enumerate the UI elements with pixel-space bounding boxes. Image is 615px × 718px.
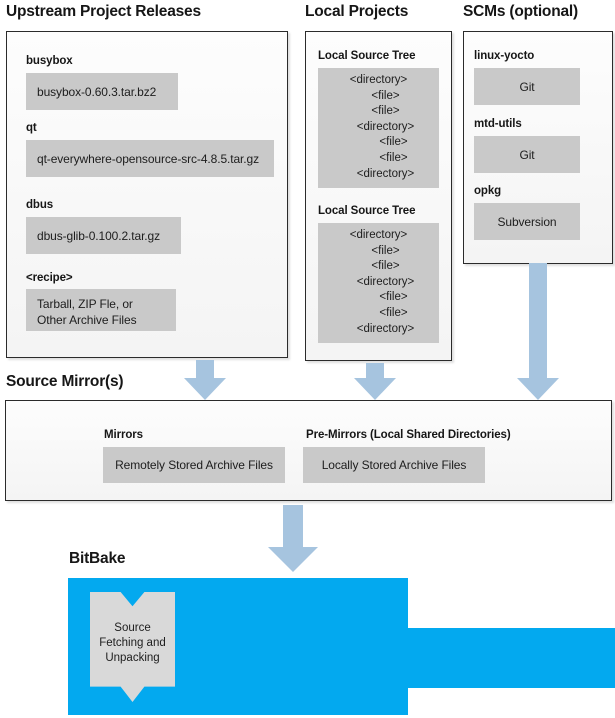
local-source-tree-1: <directory> <file> <file> <directory> <f…: [318, 68, 439, 188]
upstream-entry-name-qt: qt: [26, 122, 37, 134]
upstream-entry-archive-qt: qt-everywhere-opensource-src-4.8.5.tar.g…: [26, 140, 274, 177]
recipe-archive-line-2: Other Archive Files: [37, 313, 137, 327]
upstream-entry-name-recipe: <recipe>: [26, 272, 73, 284]
mirrors-caption: Mirrors: [104, 429, 143, 441]
tree-node: <directory>: [356, 167, 415, 180]
scm-entry-system-linux-yocto: Git: [474, 68, 580, 105]
tree-node: <directory>: [356, 322, 415, 335]
tree-node: <directory>: [356, 120, 415, 133]
tree-node: <file>: [379, 136, 408, 149]
tree-node: <file>: [371, 260, 400, 273]
bitbake-block-arm: [408, 628, 615, 688]
arrow-source-mirrors-to-bitbake: [268, 505, 318, 572]
tree-node: <directory>: [356, 275, 415, 288]
pre-mirrors-caption: Pre-Mirrors (Local Shared Directories): [306, 429, 511, 441]
callout-line-1: Source: [114, 621, 151, 634]
tree-node: <file>: [371, 244, 400, 257]
scm-entry-name-linux-yocto: linux-yocto: [474, 50, 535, 62]
arrow-local-projects-to-source-mirrors: [354, 363, 396, 400]
source-fetching-callout: Source Fetching and Unpacking: [90, 592, 175, 702]
upstream-project-releases-title: Upstream Project Releases: [6, 3, 201, 20]
arrow-upstream-to-source-mirrors: [184, 360, 226, 400]
scm-entry-name-opkg: opkg: [474, 185, 502, 197]
upstream-entry-name-dbus: dbus: [26, 199, 54, 211]
pre-mirrors-chip: Locally Stored Archive Files: [303, 447, 485, 483]
local-source-tree-2: <directory> <file> <file> <directory> <f…: [318, 223, 439, 343]
tree-node: <file>: [379, 291, 408, 304]
upstream-entry-name-busybox: busybox: [26, 55, 73, 67]
tree-node: <file>: [371, 89, 400, 102]
local-source-tree-caption-2: Local Source Tree: [318, 205, 416, 217]
scms-title: SCMs (optional): [463, 3, 578, 20]
tree-node: <file>: [371, 105, 400, 118]
local-projects-title: Local Projects: [305, 3, 409, 20]
tree-node: <file>: [379, 306, 408, 319]
recipe-archive-line-1: Tarball, ZIP Fle, or: [37, 297, 133, 311]
arrow-scms-to-source-mirrors: [517, 263, 559, 400]
local-source-tree-caption-1: Local Source Tree: [318, 50, 416, 62]
callout-line-3: Unpacking: [105, 651, 160, 664]
upstream-entry-archive-recipe: Tarball, ZIP Fle, or Other Archive Files: [26, 289, 176, 331]
source-mirrors-title: Source Mirror(s): [6, 373, 124, 390]
tree-node: <directory>: [349, 229, 408, 241]
tree-node: <file>: [379, 151, 408, 164]
mirrors-chip: Remotely Stored Archive Files: [103, 447, 285, 483]
scm-entry-system-mtd-utils: Git: [474, 136, 580, 173]
upstream-entry-archive-busybox: busybox-0.60.3.tar.bz2: [26, 73, 178, 110]
scm-entry-name-mtd-utils: mtd-utils: [474, 118, 522, 130]
upstream-entry-archive-dbus: dbus-glib-0.100.2.tar.gz: [26, 217, 181, 254]
tree-node: <directory>: [349, 74, 408, 86]
scm-entry-system-opkg: Subversion: [474, 203, 580, 240]
bitbake-title: BitBake: [69, 550, 126, 567]
callout-line-2: Fetching and: [99, 636, 166, 649]
